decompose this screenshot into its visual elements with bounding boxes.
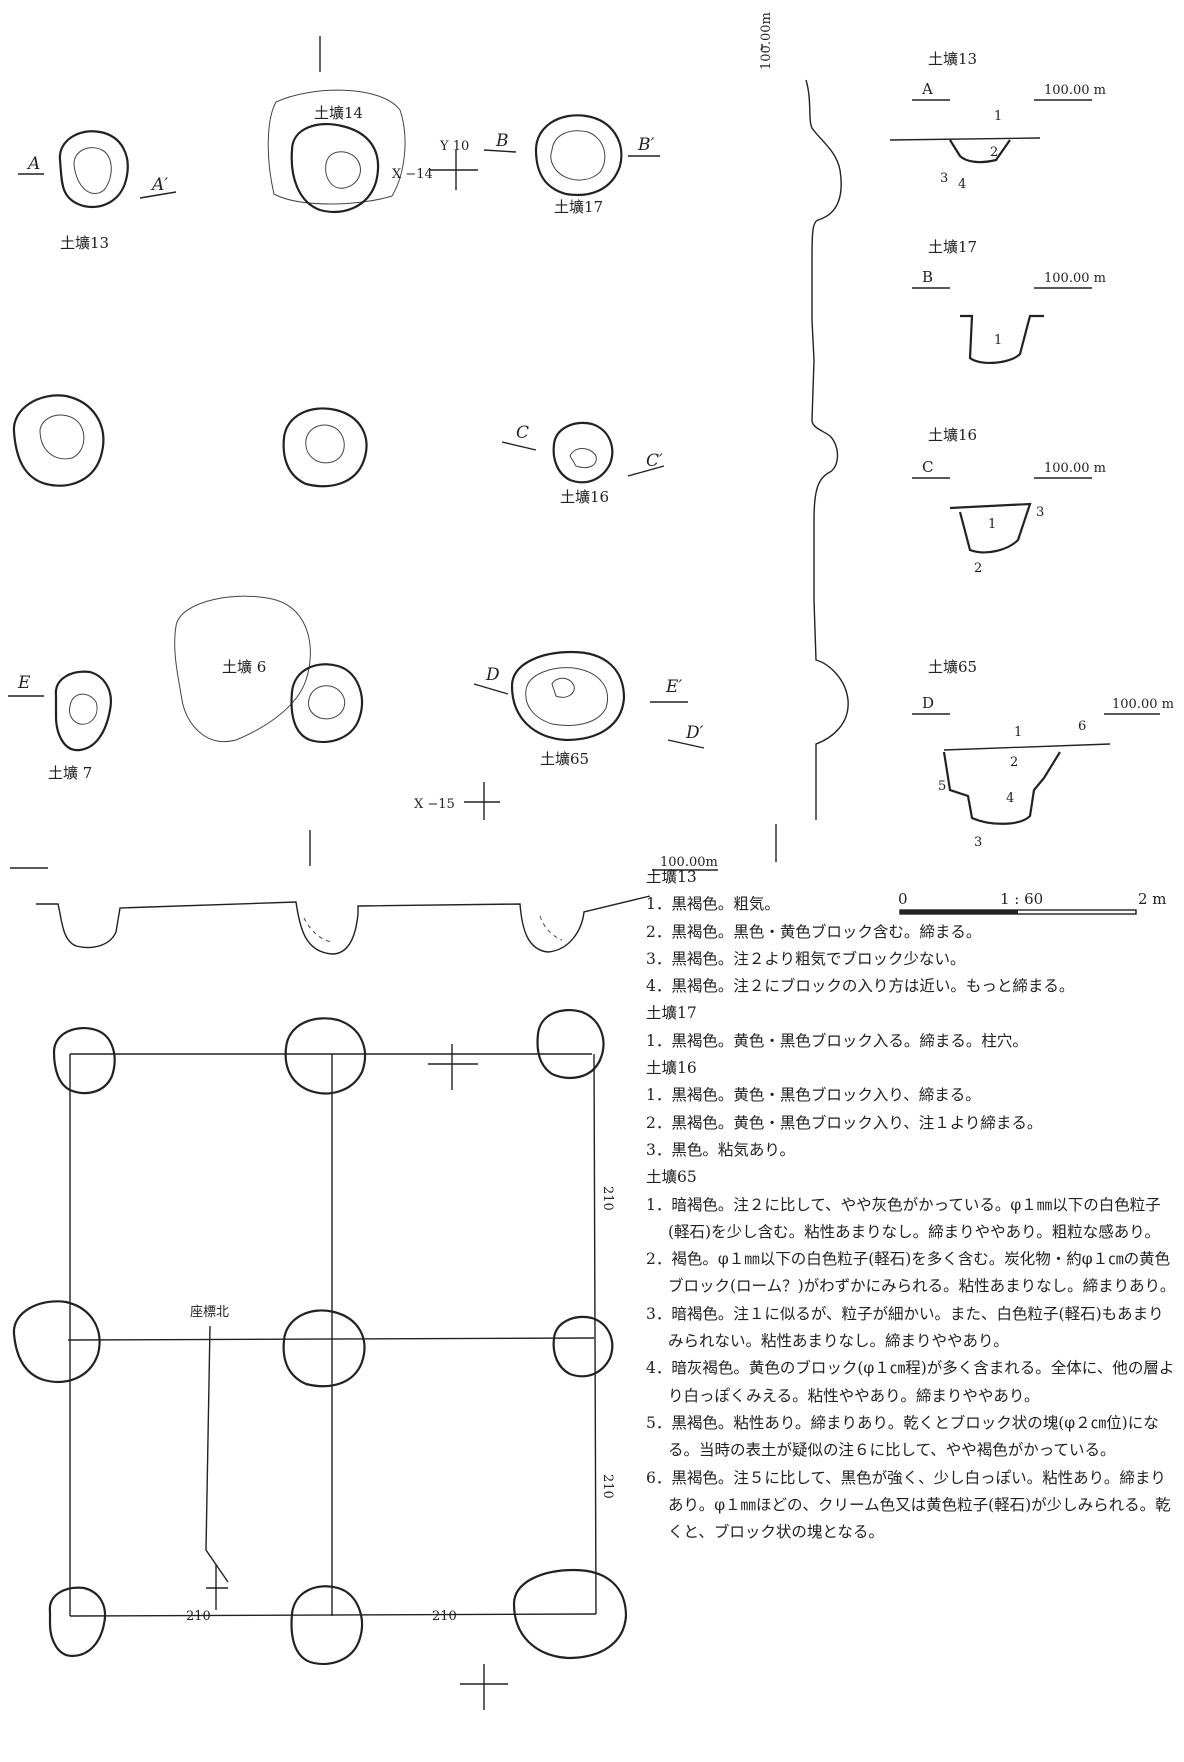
note-item: 1．黒褐色。黄色・黒色ブロック入り、締まる。	[646, 1086, 981, 1105]
svg-text:1: 1	[1014, 725, 1022, 740]
horizontal-profile: 100.00m	[10, 855, 718, 955]
svg-text:2: 2	[974, 561, 982, 576]
section17-start: B	[922, 268, 933, 286]
section-mark-c: C	[516, 423, 529, 443]
pit16-label: 土壙16	[560, 488, 609, 506]
pit17-plan: 土壙17 B B′	[483, 114, 660, 216]
spacing-bottom-left: 210	[186, 1609, 211, 1624]
section-pit13: 土壙13 A 100.00 m 1 2 3 4	[889, 50, 1106, 192]
spacing-right-top: 210	[600, 1186, 615, 1211]
grid-cross-x15: X −15	[414, 782, 500, 820]
section17-elev: 100.00 m	[1044, 271, 1106, 286]
pit16-plan: 土壙16 C C′	[501, 421, 665, 506]
section-mark-e: E	[17, 673, 31, 693]
scale-end: 2 m	[1138, 890, 1167, 908]
note-item: 1．黒褐色。粗気。	[646, 895, 780, 914]
note-item: 5．黒褐色。粘性あり。締まりあり。乾くとブロック状の塊(φ２㎝位)になる。当時の…	[646, 1413, 1159, 1460]
section-mark-e-prime: E′	[665, 677, 682, 697]
svg-text:3: 3	[940, 171, 948, 186]
pit65-label: 土壙65	[540, 750, 589, 768]
pit-unlabeled-2	[282, 407, 368, 488]
section13-title: 土壙13	[928, 50, 977, 68]
svg-text:5: 5	[938, 779, 946, 794]
section13-elev: 100.00 m	[1044, 83, 1106, 98]
grid-y10: Y 10	[439, 139, 469, 154]
note-item: 4．黒褐色。注２にブロックの入り方は近い。もっと締まる。	[646, 977, 1075, 996]
section-mark-c-prime: C′	[646, 451, 663, 471]
section-mark-a-prime: A′	[150, 175, 168, 195]
scale-start: 0	[898, 890, 908, 908]
bottom-plan: 座標北 210 210 210 210	[12, 1008, 628, 1710]
north-label: 座標北	[190, 1305, 229, 1320]
grid-cross-x14: Y 10 X −14	[392, 139, 478, 190]
scale-bar: 0 1 : 60 2 m	[898, 890, 1167, 915]
pit14-label: 土壙14	[314, 104, 363, 122]
svg-text:2: 2	[1010, 755, 1018, 770]
upper-plan: 土壙13 A A′ 土壙14 Y 10 X −14 土壙17 B	[8, 36, 777, 866]
svg-text:3: 3	[974, 835, 982, 850]
svg-text:4: 4	[958, 177, 966, 192]
note-item: 3．黒褐色。注２より粗気でブロック少ない。	[646, 949, 966, 968]
vertical-profile: 100.00m	[759, 12, 849, 820]
note-item: 3．黒色。粘気あり。	[646, 1140, 796, 1159]
grid-x15: X −15	[414, 797, 455, 812]
pit65-plan: 土壙65 D E′ D′	[473, 650, 705, 768]
grid-x14: X −14	[392, 167, 433, 182]
section65-title: 土壙65	[928, 658, 977, 676]
pit-unlabeled-1	[12, 394, 105, 487]
pit6-plan: 土壙 6	[174, 595, 364, 744]
section-mark-b: B	[495, 131, 509, 151]
pit13-label: 土壙13	[60, 234, 109, 252]
notes-pit65-heading: 土壙65	[646, 1168, 697, 1187]
section16-elev: 100.00 m	[1044, 461, 1106, 476]
note-item: 2．黒褐色。黄色・黒色ブロック入り、注１より締まる。	[646, 1113, 1043, 1132]
section-mark-a: A	[26, 154, 40, 174]
pit7-label: 土壙 7	[48, 764, 92, 782]
spacing-bottom-right: 210	[432, 1609, 457, 1624]
pit13-plan: 土壙13 A A′	[18, 130, 177, 252]
elevation-vertical: 100.00m	[759, 12, 774, 70]
notes-pit16-heading: 土壙16	[646, 1059, 697, 1078]
note-item: 2．褐色。φ１㎜以下の白色粒子(軽石)を多く含む。炭化物・約φ１㎝の黄色ブロック…	[646, 1250, 1176, 1296]
svg-text:3: 3	[1036, 505, 1044, 520]
section16-start: C	[922, 458, 933, 476]
note-item: 6．黒褐色。注５に比して、黒色が強く、少し白っぽい。粘性あり。締まりあり。φ１㎜…	[646, 1468, 1171, 1542]
section-mark-b-prime: B′	[637, 135, 654, 155]
svg-text:6: 6	[1078, 719, 1086, 734]
section-pit65: 土壙65 D 100.00 m 1 2 3 4 5 6	[912, 658, 1174, 850]
section65-elev: 100.00 m	[1112, 697, 1174, 712]
note-item: 2．黒褐色。黒色・黄色ブロック含む。締まる。	[646, 922, 982, 941]
section-pit16: 土壙16 C 100.00 m 1 2 3	[912, 426, 1106, 576]
notes-pit13-heading: 土壙13	[646, 868, 697, 886]
elevation-bottom: 100.00m	[660, 855, 718, 870]
svg-text:1: 1	[994, 333, 1002, 348]
pit14-plan: 土壙14	[267, 36, 406, 213]
note-item: 3．暗褐色。注１に似るが、粒子が細かい。また、白色粒子(軽石)もあまりみられない…	[646, 1304, 1164, 1351]
pit6-label: 土壙 6	[222, 658, 266, 676]
section16-title: 土壙16	[928, 426, 977, 444]
section65-start: D	[922, 694, 934, 712]
note-item: 4．暗灰褐色。黄色のブロック(φ１㎝程)が多く含まれる。全体に、他の層より白っぽ…	[646, 1359, 1175, 1405]
svg-text:2: 2	[990, 145, 998, 160]
section-mark-d-prime: D′	[685, 723, 704, 743]
layer-notes: 土壙13 1．黒褐色。粗気。 2．黒褐色。黒色・黄色ブロック含む。締まる。 3．…	[646, 864, 1176, 1546]
svg-text:1: 1	[988, 517, 996, 532]
note-item: 1．黒褐色。黄色・黒色ブロック入る。締まる。柱穴。	[646, 1031, 1028, 1050]
note-item: 1．暗褐色。注２に比して、やや灰色がかっている。φ１㎜以下の白色粒子(軽石)を少…	[646, 1195, 1161, 1241]
scale-ratio: 1 : 60	[1000, 890, 1043, 908]
pit7-plan: 土壙 7 E	[8, 670, 112, 782]
section-mark-d: D	[485, 665, 500, 685]
svg-text:4: 4	[1006, 791, 1014, 806]
section13-start: A	[921, 80, 933, 98]
svg-text:1: 1	[994, 109, 1002, 124]
notes-pit17-heading: 土壙17	[646, 1004, 697, 1023]
pit17-label: 土壙17	[554, 198, 603, 216]
spacing-right-bottom: 210	[600, 1474, 615, 1499]
section17-title: 土壙17	[928, 238, 977, 256]
section-pit17: 土壙17 B 100.00 m 1	[912, 238, 1106, 364]
